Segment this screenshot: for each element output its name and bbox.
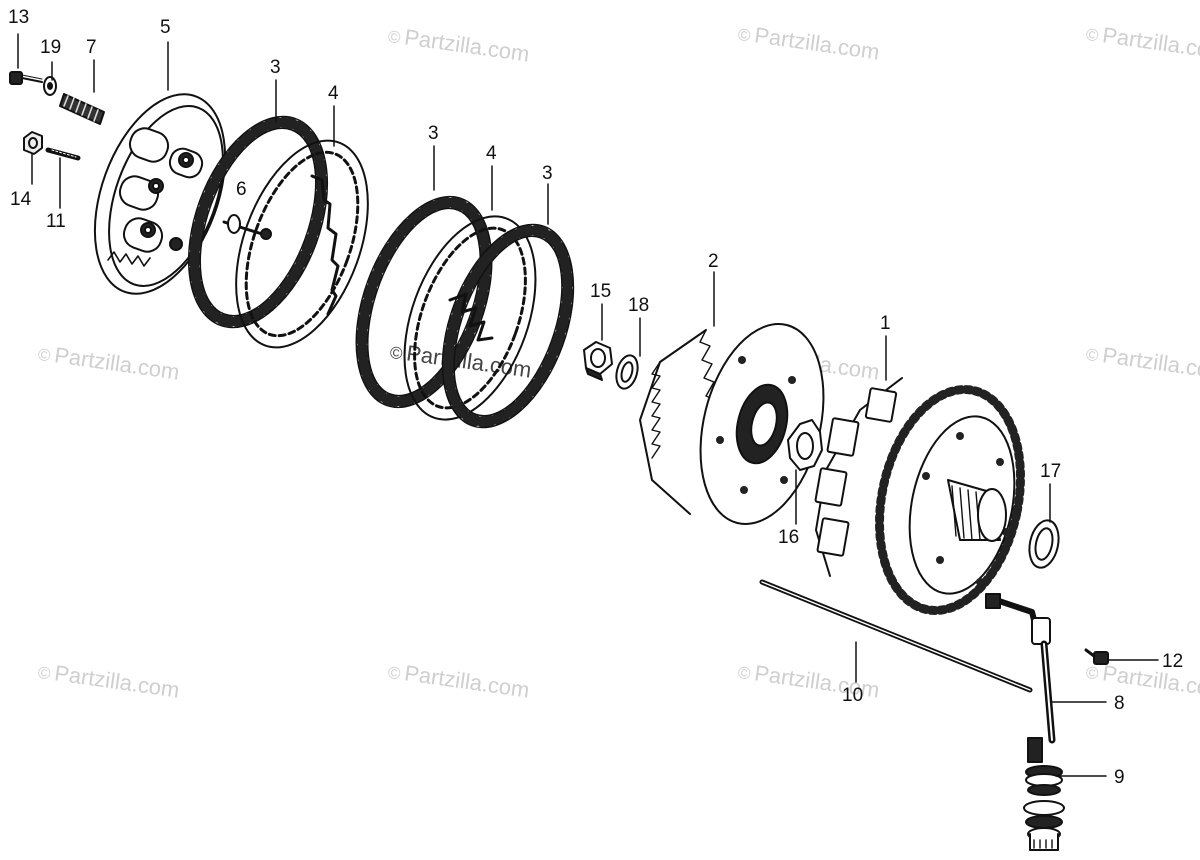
leader-lines [17,33,1159,777]
washer-small-part [43,76,57,96]
callout-16: 16 [778,527,800,548]
callout-11: 11 [46,211,66,232]
callout-19: 19 [40,37,62,58]
callout-3: 3 [428,123,439,144]
clutch-spring-part [59,93,105,125]
callout-4: 4 [486,143,497,164]
clutch-bolt-part [9,71,43,85]
callout-4: 4 [328,83,339,104]
callout-17: 17 [1040,461,1062,482]
pressure-plate-part [93,93,227,295]
washer-part [615,354,639,390]
callout-6: 6 [236,179,247,200]
callout-5: 5 [160,17,171,38]
lock-nut-part [583,341,613,381]
clutch-plate-part [403,215,537,421]
clutch-center-part [639,323,825,525]
callout-8: 8 [1114,693,1125,714]
nut-part [23,131,43,155]
clutch-outer-housing-part [814,377,1025,615]
lifter-shaft-spring-assembly-part [1023,737,1065,851]
callout-13: 13 [8,7,30,28]
callout-18: 18 [628,295,650,316]
stud-bolt-part [45,147,81,161]
callout-14: 14 [10,189,32,210]
callout-12: 12 [1162,651,1184,672]
callout-10: 10 [842,685,864,706]
lifter-rod-part [759,579,1033,693]
friction-disc-part [355,195,493,409]
callout-15: 15 [590,281,612,302]
callout-1: 1 [880,313,891,334]
callout-7: 7 [86,37,97,58]
friction-disc-part [187,115,329,329]
lock-washer-part [787,419,823,471]
adjusting-screw-part [1084,648,1109,665]
callout-9: 9 [1114,767,1125,788]
lifter-lever-part [985,593,1056,744]
thrust-washer-part [1028,519,1060,569]
clutch-plate-part [235,139,369,349]
callout-3: 3 [270,57,281,78]
callout-2: 2 [708,251,719,272]
callout-3: 3 [542,163,553,184]
friction-disc-part [441,223,575,429]
